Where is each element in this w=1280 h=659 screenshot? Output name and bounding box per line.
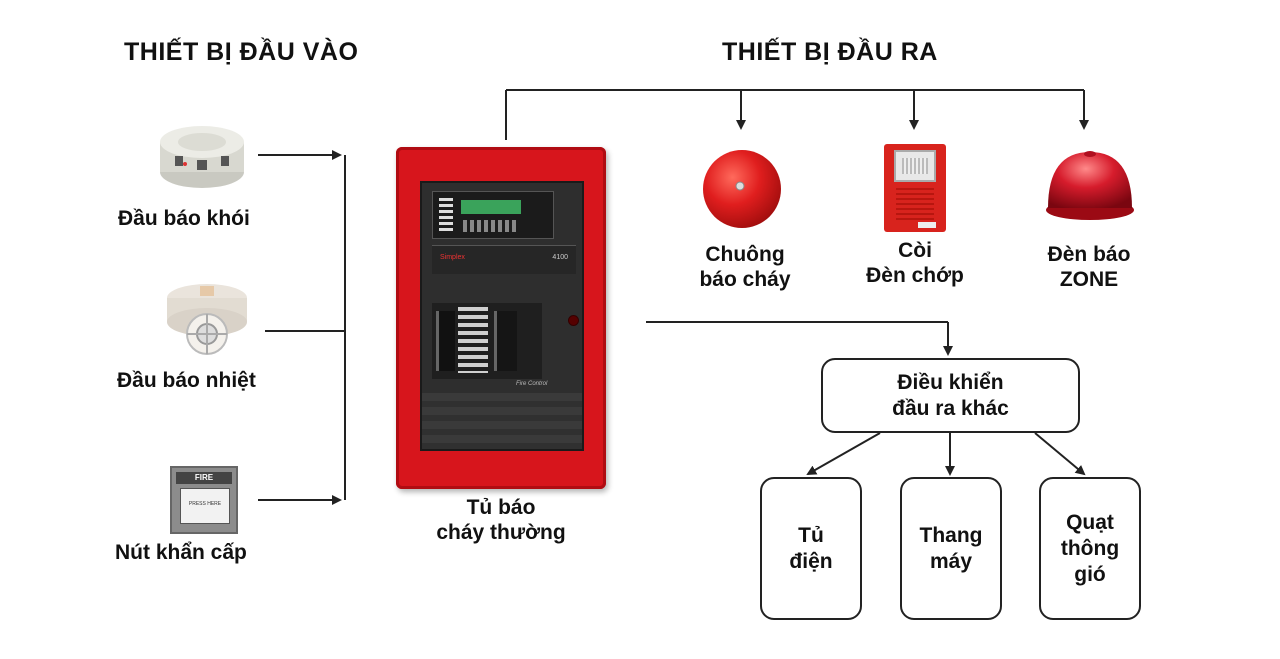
- panel-brand: Simplex: [440, 254, 465, 261]
- horn-strobe-label-line2: Đèn chớp: [866, 264, 964, 287]
- horn-strobe-icon: [884, 144, 946, 232]
- fire-bell-label: Chuông báo cháy: [680, 242, 810, 292]
- heat-detector-icon: [162, 268, 252, 358]
- ventilation-fan-box: Quạt thông gió: [1039, 477, 1141, 620]
- heat-detector-label: Đầu báo nhiệt: [117, 369, 256, 392]
- zone-lamp-icon: [1044, 148, 1136, 224]
- fire-bell-icon: [700, 148, 784, 230]
- zone-lamp-label-line1: Đèn báo: [1047, 243, 1131, 266]
- fan-line1: Quạt: [1066, 510, 1114, 534]
- panel-label-line2: cháy thường: [436, 521, 566, 544]
- other-control-line2: đầu ra khác: [892, 396, 1009, 420]
- outputs-heading: THIẾT BỊ ĐẦU RA: [722, 38, 938, 66]
- zone-lamp-label: Đèn báo ZONE: [1024, 242, 1154, 292]
- electrical-cabinet-box: Tủ điện: [760, 477, 862, 620]
- smoke-detector-icon: [155, 112, 249, 196]
- fan-line2: thông: [1060, 536, 1120, 560]
- other-output-control-box: Điều khiển đầu ra khác: [821, 358, 1080, 433]
- horn-strobe-label: Còi Đèn chớp: [850, 238, 980, 288]
- manual-call-point-icon: FIRE PRESS HERE: [170, 466, 238, 534]
- horn-strobe-label-line1: Còi: [898, 239, 932, 262]
- other-control-line1: Điều khiển: [897, 370, 1004, 394]
- elevator-line1: Thang: [919, 523, 983, 547]
- elevator-box: Thang máy: [900, 477, 1002, 620]
- cabinet-line2: điện: [789, 549, 833, 573]
- fan-line3: gió: [1074, 562, 1106, 586]
- call-point-text: PRESS HERE: [188, 501, 222, 507]
- call-point-label: Nút khẩn cấp: [115, 541, 247, 564]
- line-to-cabinet: [806, 432, 881, 475]
- panel-caption: Fire Control: [516, 381, 548, 387]
- zone-lamp-label-line2: ZONE: [1059, 268, 1119, 291]
- fire-bell-label-line2: báo cháy: [699, 268, 791, 291]
- fire-bell-label-line1: Chuông: [705, 243, 785, 266]
- inputs-heading: THIẾT BỊ ĐẦU VÀO: [124, 38, 359, 66]
- elevator-line2: máy: [929, 549, 973, 573]
- panel-model: 4100: [552, 254, 568, 261]
- call-point-header: FIRE: [176, 472, 232, 484]
- fire-panel-icon: Simplex 4100 Fire Control: [396, 147, 606, 489]
- panel-label: Tủ báo cháy thường: [406, 495, 596, 545]
- smoke-detector-label: Đầu báo khói: [118, 207, 250, 230]
- panel-label-line1: Tủ báo: [466, 496, 536, 519]
- cabinet-line1: Tủ: [798, 523, 824, 547]
- line-to-fan: [1034, 432, 1086, 476]
